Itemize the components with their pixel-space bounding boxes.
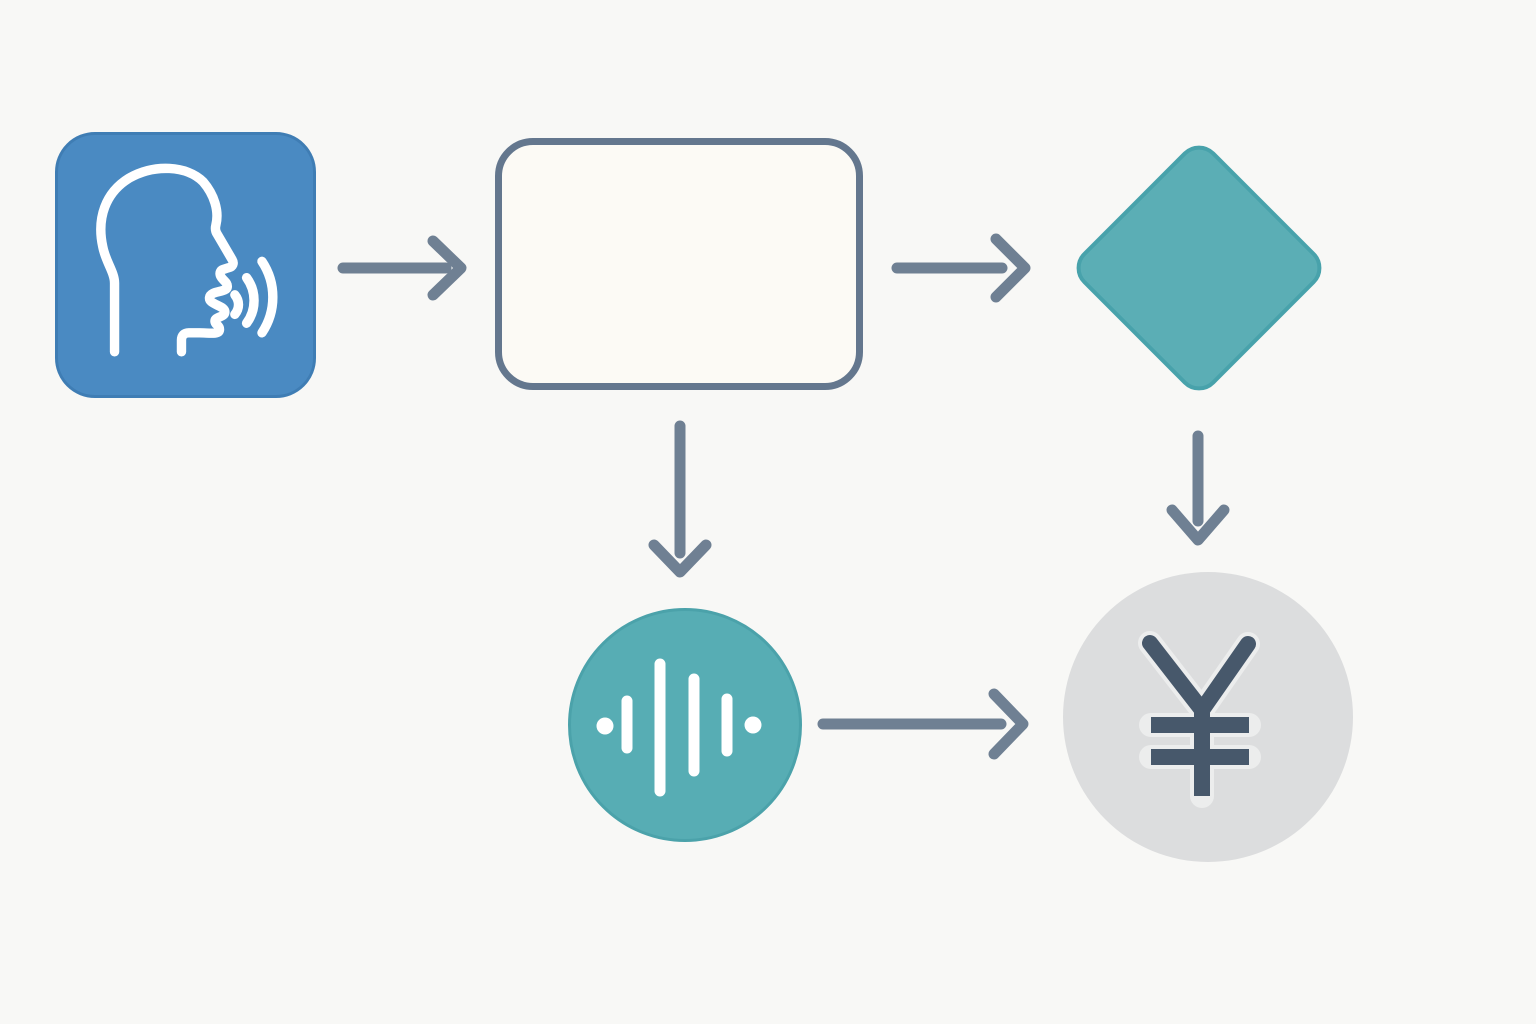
arrow-decision-to-currency: [1166, 430, 1230, 546]
arrow-waveform-to-currency: [817, 688, 1029, 760]
arrow-process-to-decision: [891, 233, 1031, 303]
node-process-box: [495, 138, 863, 390]
node-speaker: [55, 132, 316, 398]
audio-waveform-icon: [568, 608, 802, 842]
arrow-process-to-waveform: [648, 420, 712, 578]
speaking-head-icon: [95, 163, 277, 357]
arrow-speaker-to-process: [337, 235, 467, 301]
node-waveform-circle: [568, 608, 802, 842]
yen-currency-icon: [1063, 572, 1353, 862]
node-yen-circle: [1063, 572, 1353, 862]
node-decision-diamond: [1067, 136, 1331, 400]
